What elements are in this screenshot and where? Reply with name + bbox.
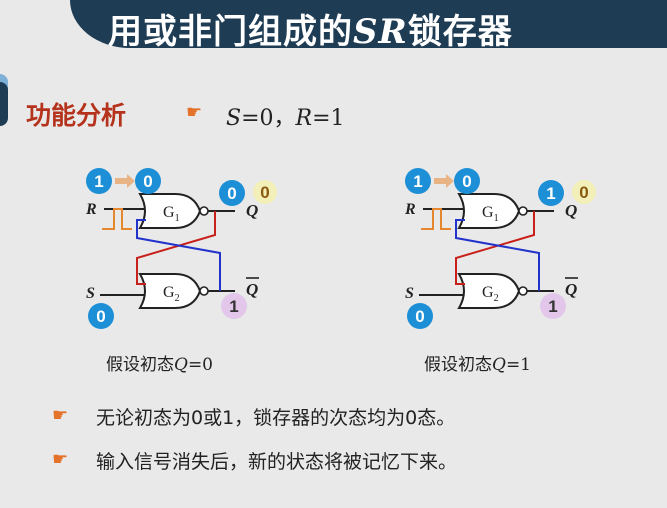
g2-label: G2 — [482, 284, 499, 304]
pointing-hand-icon: ☛ — [186, 102, 203, 123]
q-label: Q — [565, 201, 577, 220]
q-new-badge — [219, 180, 245, 206]
g1-label: G1 — [163, 204, 180, 224]
g1-inverter-bubble — [199, 206, 209, 216]
s-value: 0 — [96, 307, 105, 326]
nor-gate-g2 — [138, 273, 202, 309]
g2-label: G2 — [163, 284, 180, 304]
qbar-label: Q — [246, 280, 258, 299]
bullet-text-2: 输入信号消失后，新的状态将被记忆下来。 — [96, 451, 458, 473]
transition-arrow-icon — [115, 174, 135, 188]
qbar-value-badge — [540, 293, 566, 319]
qbar-feedback-wire — [455, 219, 540, 291]
r-prev-value: 1 — [94, 172, 103, 191]
s-label: S — [86, 285, 95, 302]
pointing-hand-icon: ☛ — [52, 449, 69, 470]
g2-inverter-bubble — [518, 286, 528, 296]
r-pulse-icon — [102, 208, 132, 230]
s-value-badge — [88, 303, 114, 329]
q-feedback-wire — [136, 211, 216, 285]
r-prev-value: 1 — [413, 172, 422, 191]
r-now-badge — [454, 168, 480, 194]
caption-q1: 假设初态Q=1 — [424, 355, 531, 375]
pointing-hand-icon: ☛ — [52, 405, 69, 426]
transition-arrow-icon — [434, 174, 454, 188]
qbar-feedback-wire — [136, 219, 221, 291]
q-new-badge — [538, 180, 564, 206]
q-old-value: 0 — [260, 183, 269, 202]
r-prev-badge — [405, 168, 431, 194]
s-label: S — [405, 285, 414, 302]
r-pulse-icon — [421, 208, 451, 230]
g2-inverter-bubble — [199, 286, 209, 296]
latch-circuit-q1: G1 G2 R S Q Q 1 0 0 1 0 1 — [404, 168, 596, 329]
q-label: Q — [246, 201, 258, 220]
r-now-value: 0 — [462, 172, 471, 191]
nor-gate-g1 — [457, 193, 521, 229]
g1-label: G1 — [482, 204, 499, 224]
q-new-value: 1 — [546, 184, 555, 203]
qbar-label: Q — [565, 280, 577, 299]
qbar-value-badge — [221, 293, 247, 319]
title-banner — [70, 0, 667, 48]
latch-circuit-q0: G1 G2 R S Q Q 1 0 0 0 0 1 — [85, 168, 277, 329]
q-old-value: 0 — [579, 183, 588, 202]
r-label: R — [404, 201, 416, 218]
q-feedback-wire — [455, 211, 535, 285]
qbar-value: 1 — [548, 297, 557, 316]
q-old-badge — [253, 180, 277, 204]
q-old-badge — [572, 180, 596, 204]
s-value-badge — [407, 303, 433, 329]
s-value: 0 — [415, 307, 424, 326]
bullet-text-1: 无论初态为0或1，锁存器的次态均为0态。 — [96, 407, 456, 429]
nor-gate-g2 — [457, 273, 521, 309]
g1-inverter-bubble — [518, 206, 528, 216]
r-label: R — [85, 201, 97, 218]
nor-gate-g1 — [138, 193, 202, 229]
r-prev-badge — [86, 168, 112, 194]
r-now-value: 0 — [143, 172, 152, 191]
q-new-value: 0 — [227, 184, 236, 203]
qbar-value: 1 — [229, 297, 238, 316]
input-condition: S=0，R=1 — [226, 106, 345, 131]
r-now-badge — [135, 168, 161, 194]
lightbulb-icon — [0, 82, 8, 126]
section-heading: 功能分析 — [26, 101, 127, 130]
page-title: 用或非门组成的SR锁存器 — [108, 12, 513, 52]
caption-q0: 假设初态Q=0 — [106, 355, 213, 375]
